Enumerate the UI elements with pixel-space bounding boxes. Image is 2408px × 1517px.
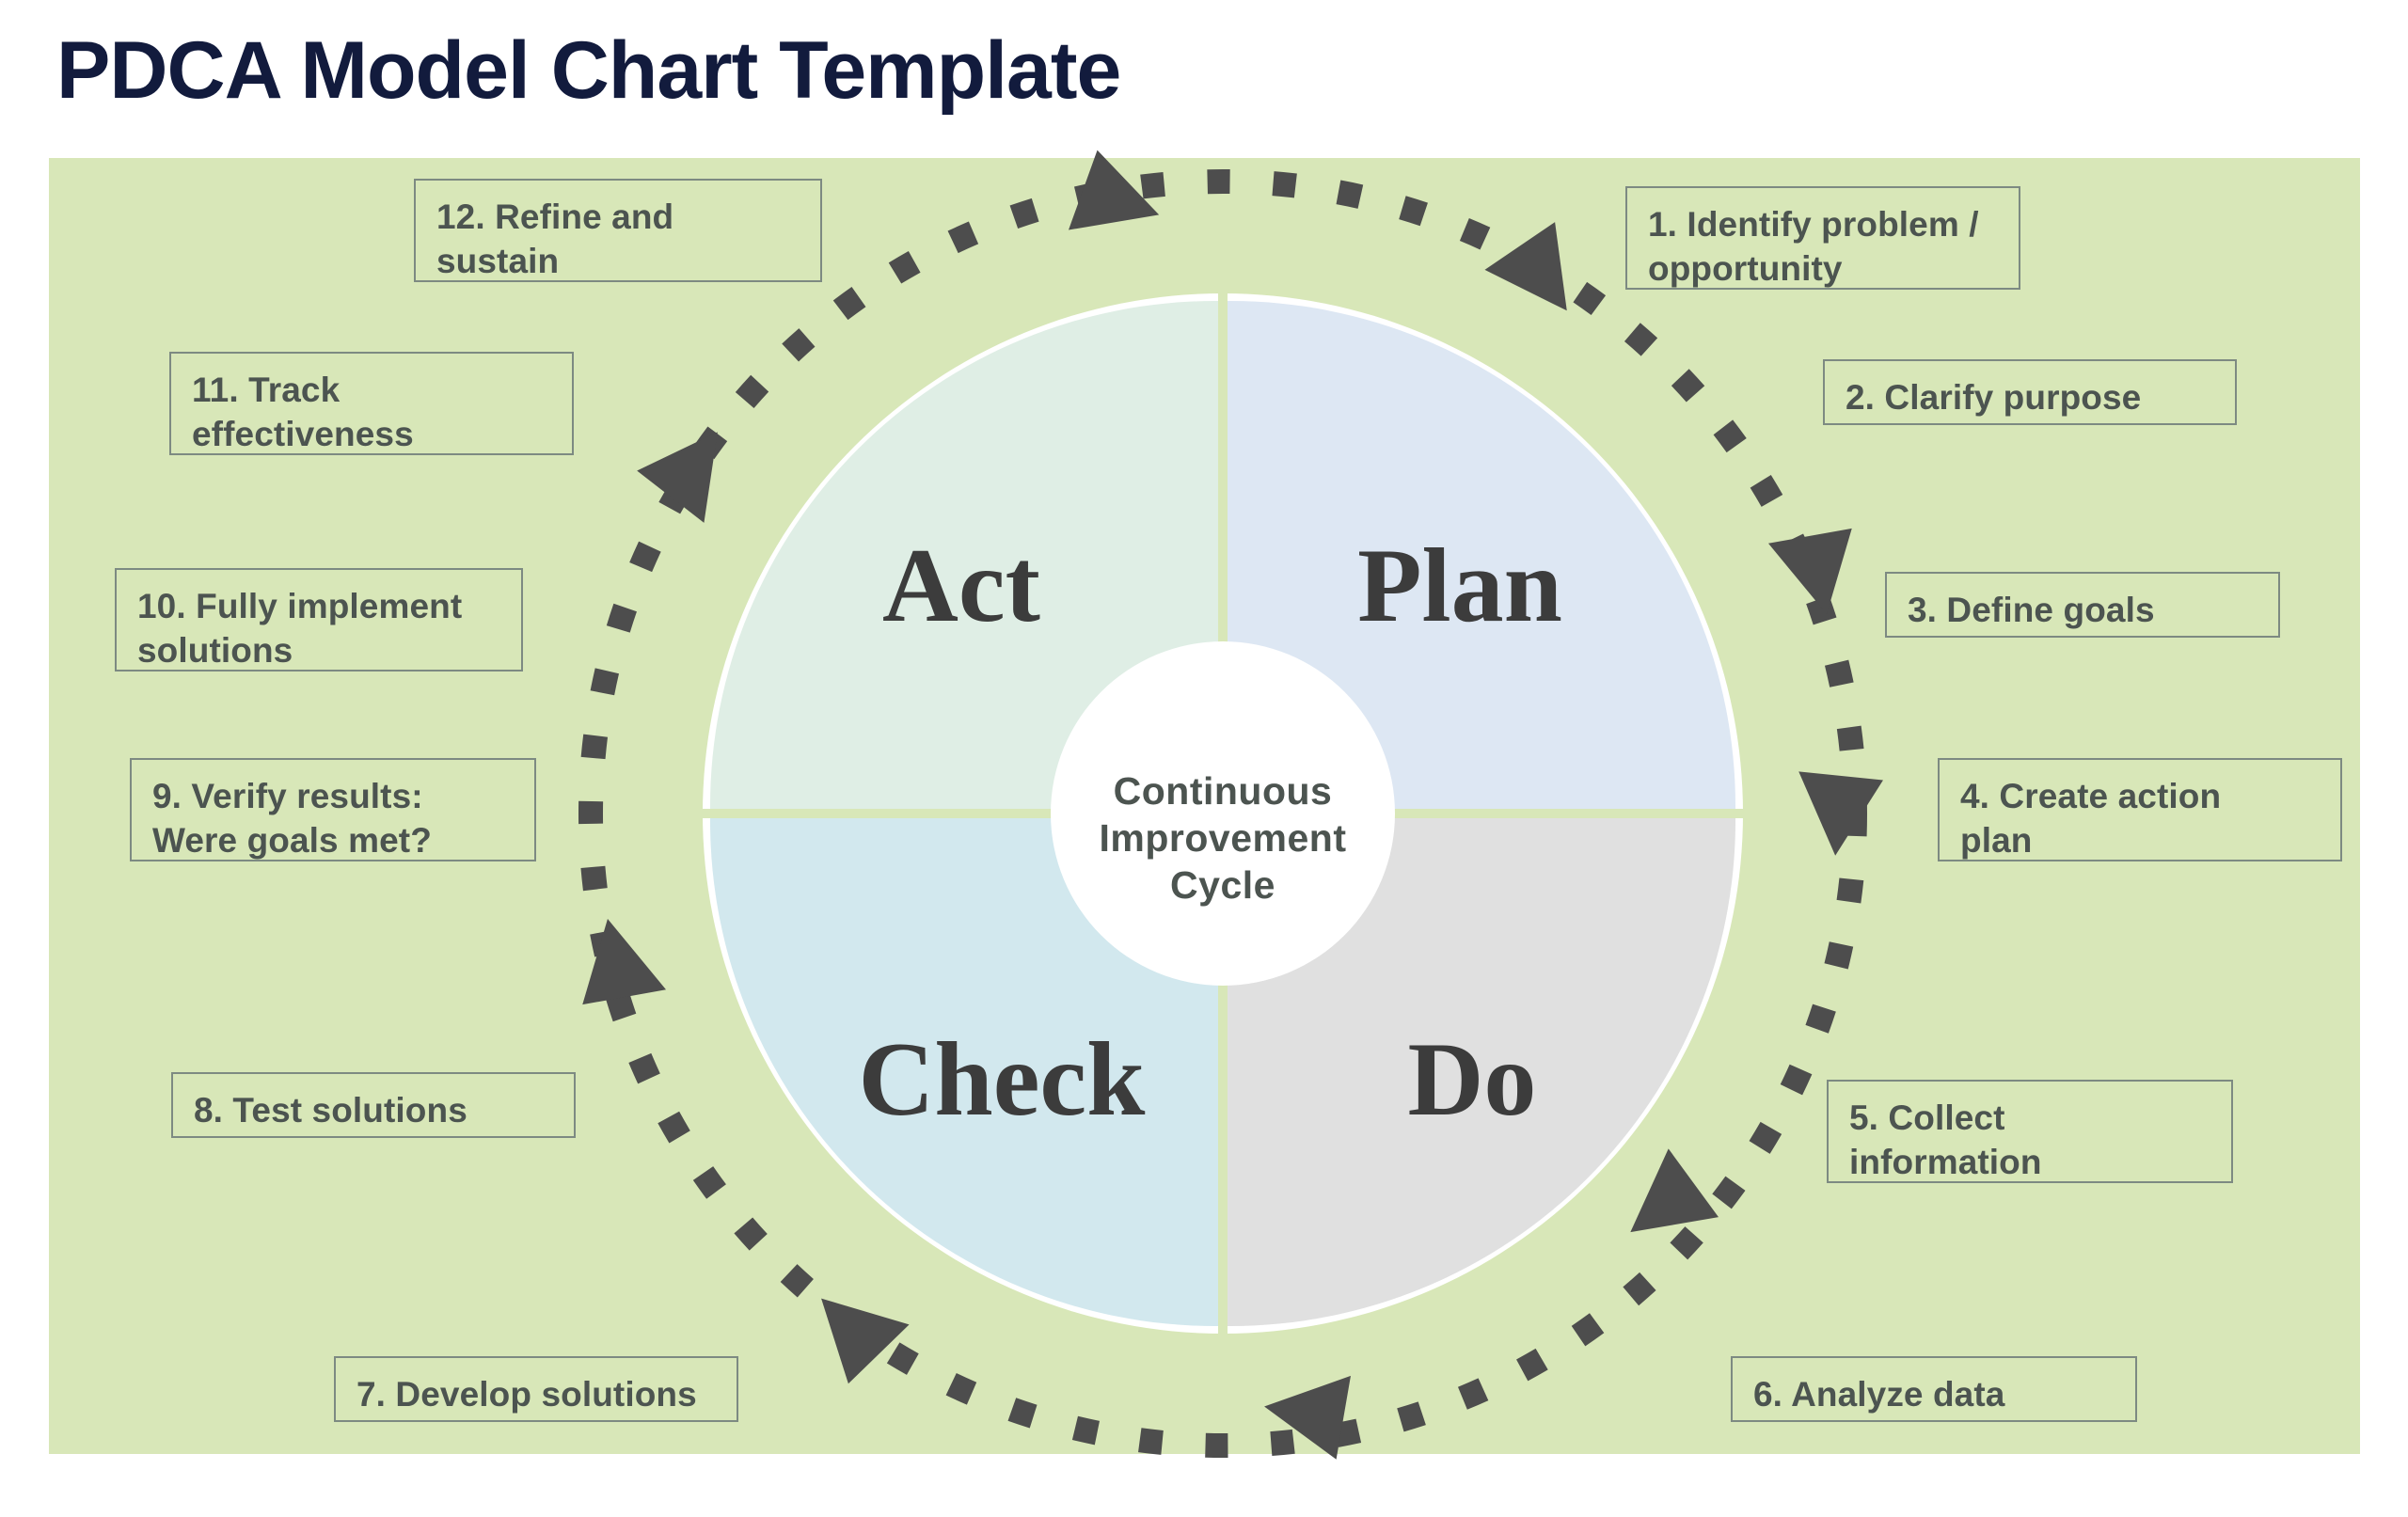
arrowhead-right-upper	[1767, 528, 1852, 615]
step-box-2[interactable]: 2. Clarify purpose	[1823, 359, 2237, 425]
quadrant-act[interactable]	[710, 301, 1720, 1311]
quadrant-check[interactable]	[710, 316, 1720, 1326]
quadrant-label-do: Do	[1408, 1021, 1537, 1138]
arrowhead-right	[1798, 771, 1883, 856]
quadrant-label-plan: Plan	[1357, 528, 1562, 644]
step-box-6[interactable]: 6. Analyze data	[1731, 1356, 2137, 1422]
step-box-7[interactable]: 7. Develop solutions	[334, 1356, 738, 1422]
step-box-9[interactable]: 9. Verify results:Were goals met?	[130, 758, 536, 861]
arrowhead-bottom	[1264, 1375, 1351, 1460]
quadrant-label-act: Act	[882, 528, 1040, 644]
step-box-3[interactable]: 3. Define goals	[1885, 572, 2280, 638]
arrowhead-bottom-left	[821, 1298, 910, 1384]
quadrant-do[interactable]	[725, 316, 1735, 1326]
quadrant-group	[710, 301, 1735, 1326]
arrowhead-group	[582, 150, 1883, 1460]
center-text-line3: Cycle	[1170, 863, 1275, 907]
page-title: PDCA Model Chart Template	[56, 25, 1121, 116]
arrowhead-lower-right	[1630, 1148, 1719, 1233]
arrowhead-left-upper	[637, 432, 718, 523]
quadrant-label-check: Check	[859, 1021, 1147, 1138]
center-text-line2: Improvement	[1100, 816, 1347, 860]
step-box-8[interactable]: 8. Test solutions	[171, 1072, 576, 1138]
quadrant-plan[interactable]	[725, 301, 1735, 1311]
arrowhead-left-lower	[582, 918, 667, 1005]
arrowhead-top-left	[1069, 150, 1160, 230]
step-box-1[interactable]: 1. Identify problem /opportunity	[1625, 186, 2020, 290]
center-text-line1: Continuous	[1114, 769, 1333, 813]
cycle-center-hub	[1051, 641, 1395, 986]
arrowhead-upper-right	[1484, 222, 1567, 311]
